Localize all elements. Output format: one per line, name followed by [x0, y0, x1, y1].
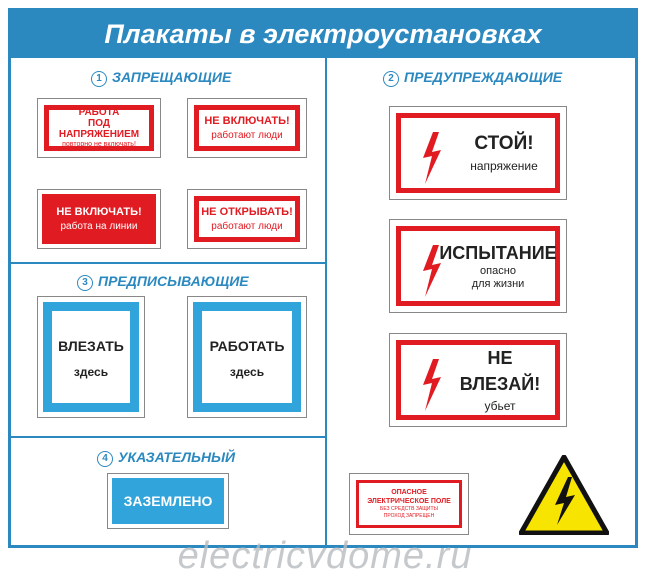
sign-dangerous-field: ОПАСНОЕ ЭЛЕКТРИЧЕСКОЕ ПОЛЕ БЕЗ СРЕДСТВ З… — [349, 473, 469, 535]
sign-line: ЭЛЕКТРИЧЕСКОЕ ПОЛЕ — [367, 498, 451, 505]
sign-line: работают люди — [211, 221, 283, 232]
sign-do-not-open: НЕ ОТКРЫВАТЬ! работают люди — [187, 189, 307, 249]
section-label: ЗАПРЕЩАЮЩИЕ — [112, 69, 232, 85]
sign-line: РАБОТАТЬ — [209, 338, 285, 354]
lightning-bolt-icon — [423, 359, 441, 411]
sign-enter-here: ВЛЕЗАТЬ здесь — [37, 296, 145, 418]
section-number: 3 — [77, 275, 93, 291]
page-title: Плакаты в электроустановках — [11, 11, 635, 58]
section-prescribing-title: 3 ПРЕДПИСЫВАЮЩИЕ — [77, 273, 249, 291]
section-number: 4 — [97, 451, 113, 467]
sign-line: ПОД НАПРЯЖЕНИЕМ — [58, 117, 140, 140]
divider-2 — [11, 436, 325, 438]
sign-work-under-voltage: РАБОТА ПОД НАПРЯЖЕНИЕМ повторно не включ… — [37, 98, 161, 158]
sign-line: ОПАСНОЕ — [391, 489, 427, 496]
sign-line: опасно — [480, 265, 516, 277]
section-label: ПРЕДУПРЕЖДАЮЩИЕ — [404, 69, 563, 85]
section-label: ПРЕДПИСЫВАЮЩИЕ — [98, 273, 249, 289]
sign-line: НЕ ВКЛЮЧАТЬ! — [56, 206, 142, 218]
sign-line: ПРОХОД ЗАПРЕЩЕН — [383, 513, 435, 519]
sign-line: СТОЙ! — [474, 133, 534, 154]
section-indicative-title: 4 УКАЗАТЕЛЬНЫЙ — [97, 449, 235, 467]
section-number: 1 — [91, 71, 107, 87]
sign-line: для жизни — [471, 278, 525, 290]
vertical-divider — [325, 58, 327, 545]
divider-1 — [11, 262, 325, 264]
sign-do-not-switch-line: НЕ ВКЛЮЧАТЬ! работа на линии — [37, 189, 161, 249]
sign-line: убьет — [484, 399, 516, 413]
section-number: 2 — [383, 71, 399, 87]
sign-line: НЕ ВКЛЮЧАТЬ! — [204, 115, 290, 127]
sign-testing: ИСПЫТАНИЕ опасно для жизни — [389, 219, 567, 313]
section-label: УКАЗАТЕЛЬНЫЙ — [118, 449, 236, 465]
section-warning-title: 2 ПРЕДУПРЕЖДАЮЩИЕ — [383, 69, 562, 87]
poster-frame: Плакаты в электроустановках 1 ЗАПРЕЩАЮЩИЕ… — [8, 8, 638, 548]
lightning-bolt-icon — [423, 132, 441, 184]
high-voltage-triangle-icon — [519, 455, 609, 535]
sign-line: НЕ ОТКРЫВАТЬ! — [201, 206, 293, 218]
sign-grounded: ЗАЗЕМЛЕНО — [107, 473, 229, 529]
lightning-bolt-icon — [423, 245, 441, 297]
sign-work-here: РАБОТАТЬ здесь — [187, 296, 307, 418]
sign-line: ЗАЗЕМЛЕНО — [112, 478, 224, 524]
sign-line: здесь — [73, 365, 109, 379]
sign-line: повторно не включать! — [62, 140, 136, 148]
sign-line: БЕЗ СРЕДСТВ ЗАЩИТЫ — [380, 506, 438, 512]
sign-line: ИСПЫТАНИЕ — [439, 243, 557, 263]
sign-do-not-switch-people: НЕ ВКЛЮЧАТЬ! работают люди — [187, 98, 307, 158]
watermark: electricvdome.ru — [177, 535, 473, 577]
sign-line: РАБОТА — [78, 106, 120, 118]
sign-line: работают люди — [211, 130, 283, 141]
sign-line: напряжение — [470, 159, 538, 173]
sign-stop-voltage: СТОЙ! напряжение — [389, 106, 567, 200]
sign-line: здесь — [229, 365, 265, 379]
sign-line: работа на линии — [60, 221, 138, 232]
sign-line: ВЛЕЗАТЬ — [58, 338, 124, 354]
sign-line: НЕ ВЛЕЗАЙ! — [459, 348, 541, 394]
section-prohibiting-title: 1 ЗАПРЕЩАЮЩИЕ — [91, 69, 231, 87]
sign-do-not-climb: НЕ ВЛЕЗАЙ! убьет — [389, 333, 567, 427]
